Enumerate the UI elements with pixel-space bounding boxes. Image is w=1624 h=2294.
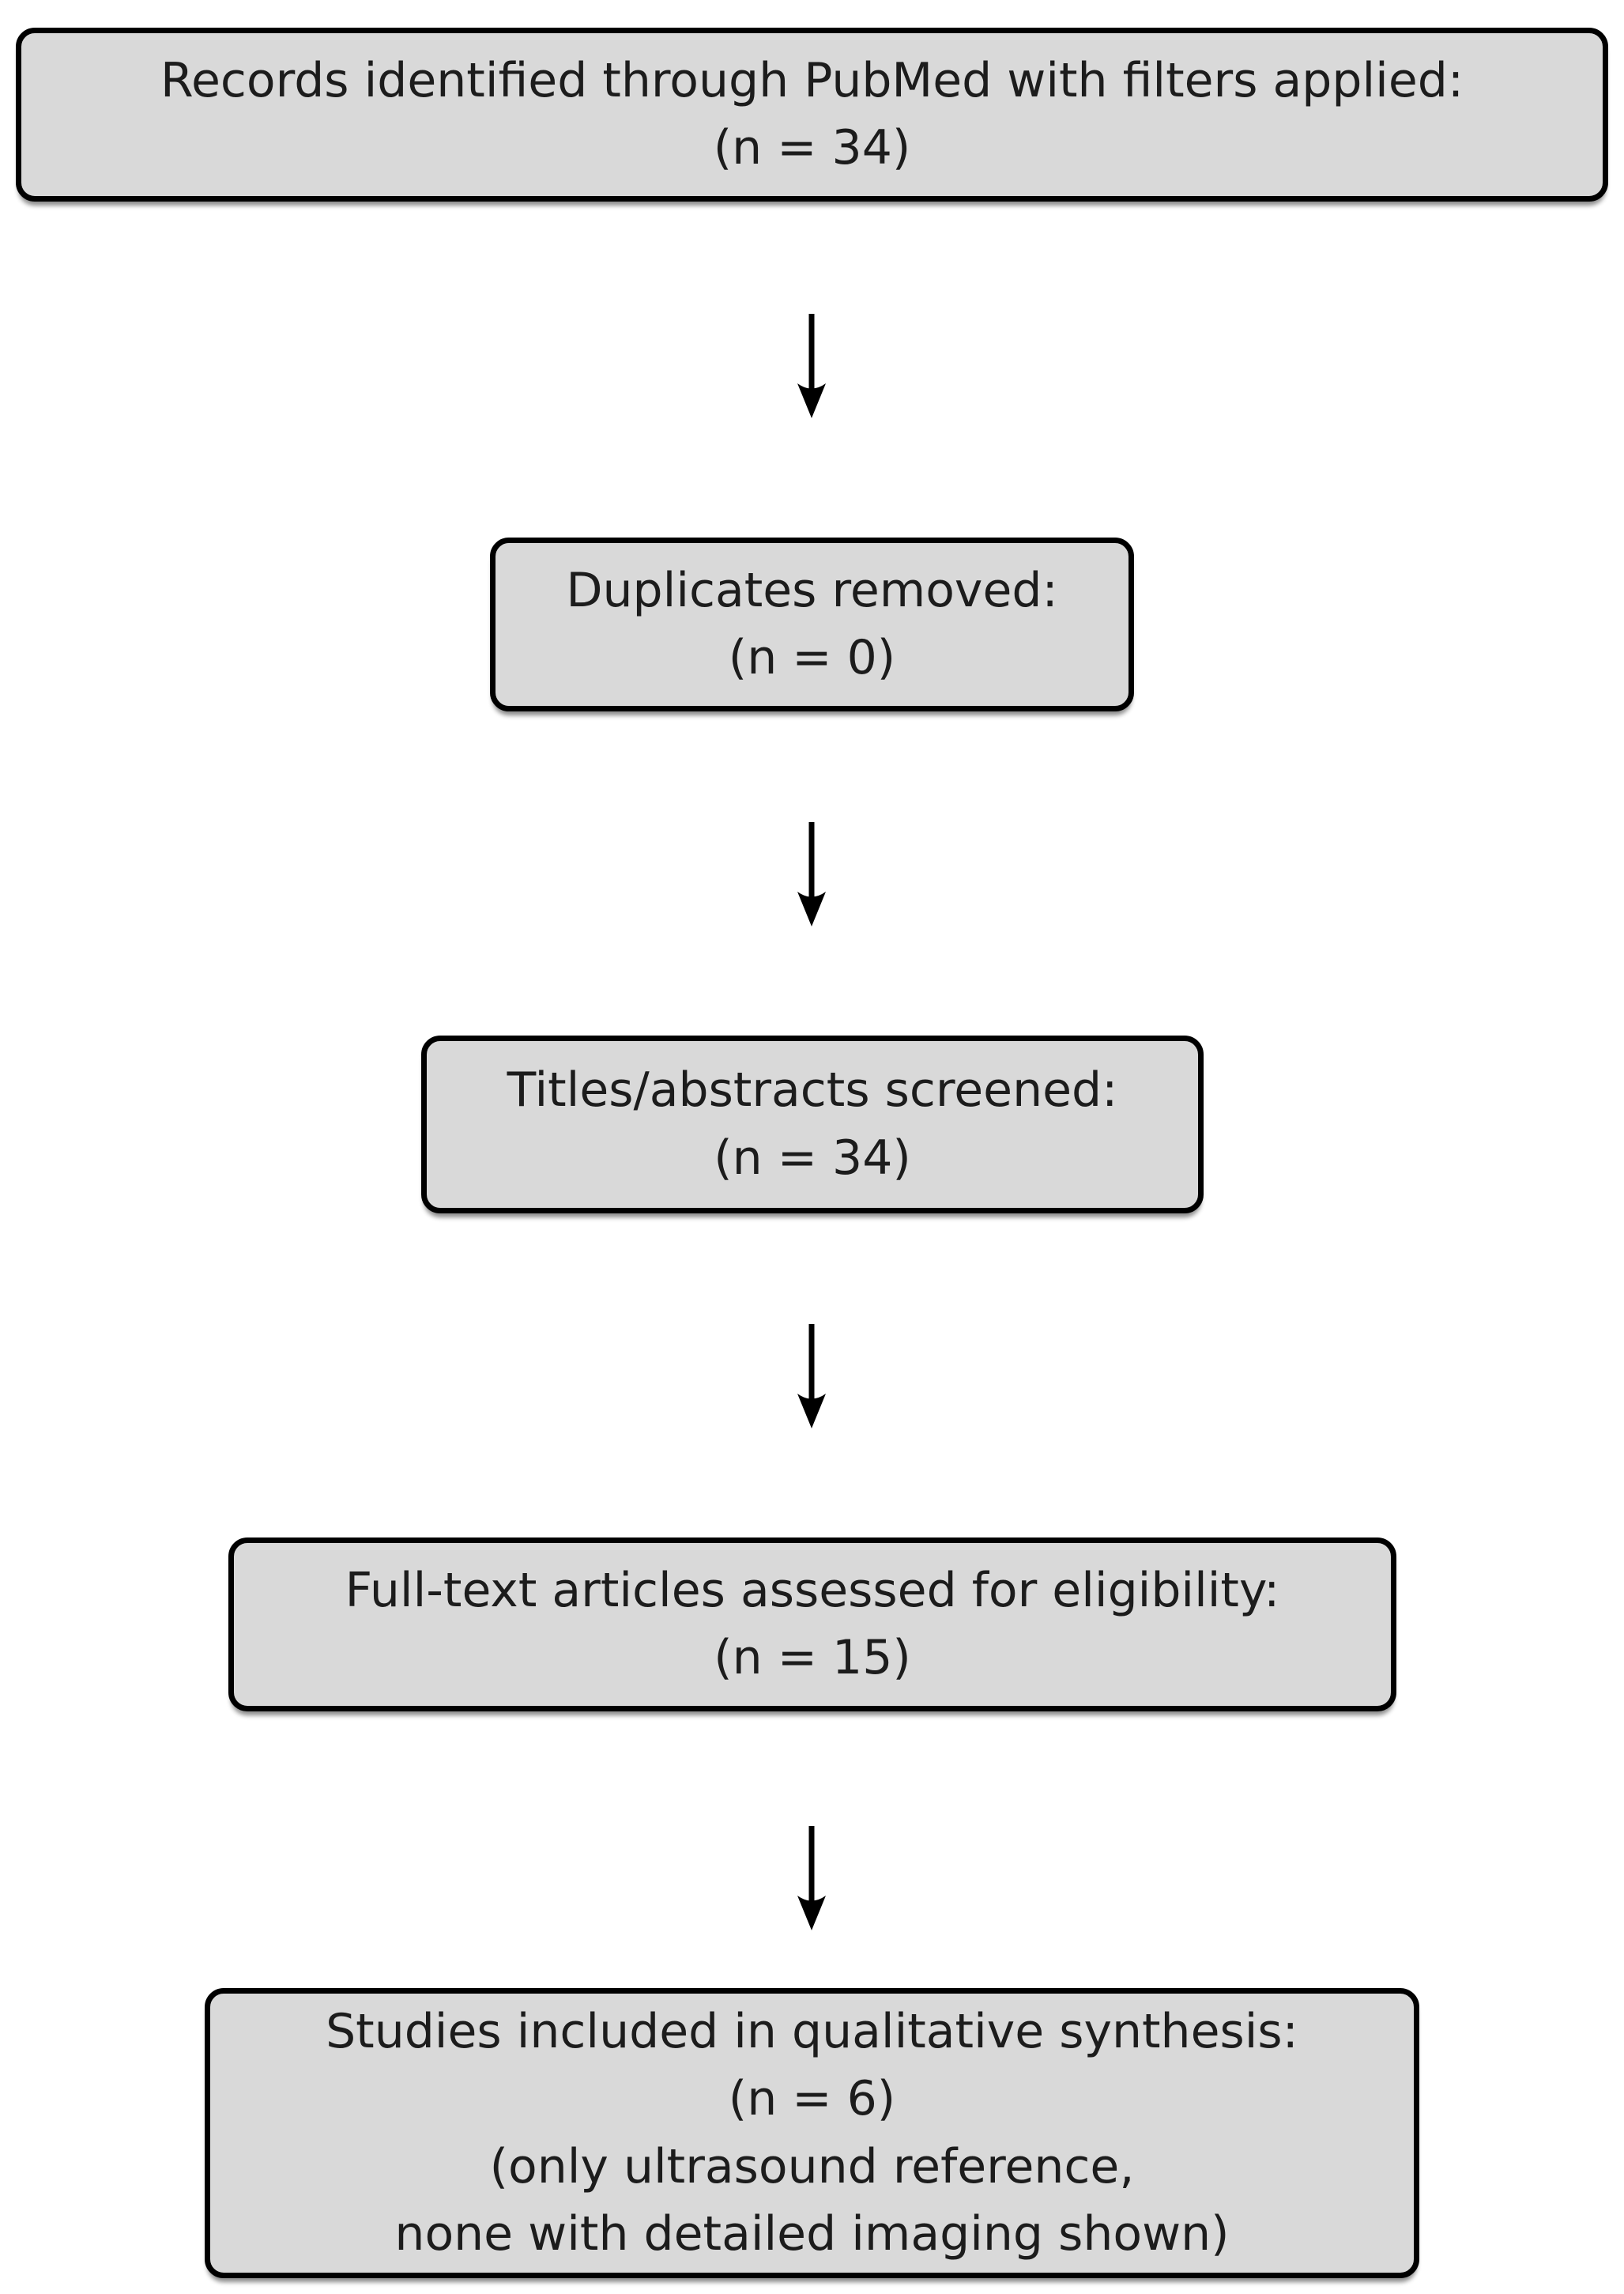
node-note: none with detailed imaging shown)	[394, 2205, 1230, 2262]
node-label: Records identified through PubMed with f…	[160, 52, 1464, 108]
node-count: (n = 34)	[713, 120, 911, 175]
flow-node-full-text-assessed: Full-text articles assessed for eligibil…	[228, 1538, 1396, 1711]
node-label: Duplicates removed:	[566, 562, 1058, 618]
flow-node-titles-abstracts-screened: Titles/abstracts screened: (n = 34)	[421, 1036, 1204, 1213]
flow-node-studies-included: Studies included in qualitative synthesi…	[205, 1988, 1419, 2278]
flow-node-duplicates-removed: Duplicates removed: (n = 0)	[490, 538, 1134, 711]
down-arrow-icon	[797, 1324, 826, 1428]
node-note: (only ultrasound reference,	[489, 2138, 1135, 2194]
node-count: (n = 0)	[728, 630, 896, 685]
down-arrow-icon	[797, 314, 826, 418]
node-label: Full-text articles assessed for eligibil…	[345, 1562, 1280, 1618]
node-count: (n = 6)	[728, 2071, 896, 2127]
node-count: (n = 34)	[714, 1130, 911, 1186]
down-arrow-icon	[797, 822, 826, 926]
node-count: (n = 15)	[714, 1630, 911, 1685]
node-label: Studies included in qualitative synthesi…	[326, 2004, 1298, 2060]
node-label: Titles/abstracts screened:	[507, 1062, 1118, 1119]
down-arrow-icon	[797, 1826, 826, 1930]
flow-node-records-identified: Records identified through PubMed with f…	[16, 28, 1608, 202]
